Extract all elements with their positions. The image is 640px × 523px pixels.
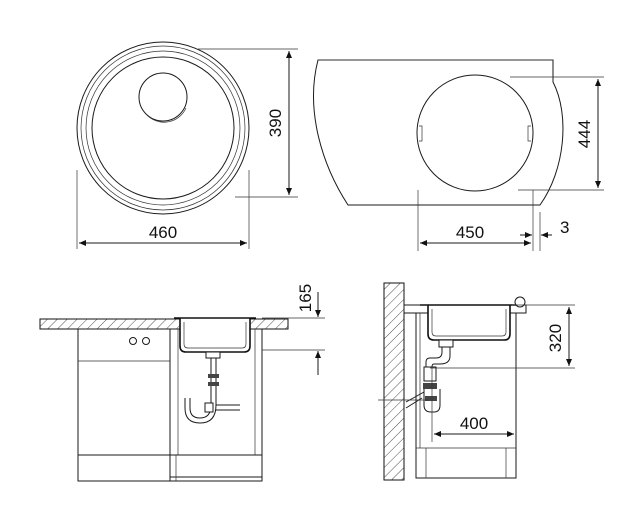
dim-label-mount-height: 165 <box>296 284 315 312</box>
side-trap-nut <box>423 383 437 389</box>
cutout-circle <box>416 74 534 192</box>
dim-label-cutout-width: 450 <box>456 223 484 242</box>
dim-label-bowl-height: 320 <box>546 324 565 352</box>
side-waste-outlet <box>438 339 454 348</box>
dim-label-bowl-depth: 390 <box>266 109 285 137</box>
side-bowl-inner <box>431 309 507 337</box>
pipe-nut-2 <box>208 382 219 386</box>
waste-outlet <box>205 351 221 359</box>
clip-left <box>419 125 423 142</box>
side-trap-nut-2 <box>425 396 437 401</box>
pipe-nut-1 <box>208 374 219 378</box>
rim-edge <box>80 45 246 211</box>
drain-strainer <box>138 72 188 122</box>
siphon-outlet <box>216 404 240 411</box>
cutout-view: 450 3 444 <box>313 59 604 251</box>
appliance-knob-left <box>129 337 137 345</box>
side-waste-bend <box>425 347 451 368</box>
worktop-outline <box>313 59 564 206</box>
outer-rim <box>76 41 250 215</box>
dim-label-bowl-width: 460 <box>149 223 177 242</box>
siphon-nut <box>204 402 214 413</box>
appliance-body <box>77 328 171 482</box>
front-section-view: 165 <box>39 284 325 482</box>
sink-bowl-section <box>179 318 251 353</box>
appliance-knob-right <box>142 337 150 345</box>
side-trap-bowl <box>423 389 441 413</box>
wall-section <box>383 282 405 481</box>
clip-right <box>527 125 531 142</box>
sink-top-view: 460 390 <box>76 41 298 249</box>
plinth <box>77 454 263 482</box>
side-trap-body <box>423 366 437 382</box>
dim-label-rim-gap: 3 <box>560 218 569 237</box>
dim-label-cutout-height: 444 <box>575 120 594 148</box>
side-overflow <box>514 296 526 308</box>
bowl-outer <box>85 50 241 206</box>
side-bowl <box>427 305 511 341</box>
side-section-view: 320 400 <box>378 282 575 481</box>
dim-label-cabinet-width: 400 <box>460 414 488 433</box>
strainer-shadow <box>145 107 187 123</box>
sink-bowl-inner <box>183 322 247 349</box>
bowl-inner <box>91 56 235 200</box>
